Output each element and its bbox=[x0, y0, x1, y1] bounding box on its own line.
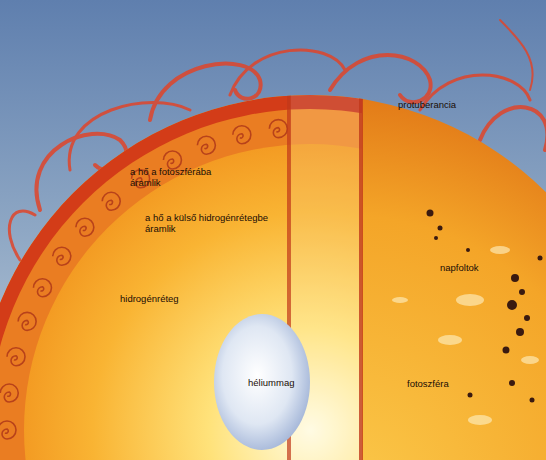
convection-swirl bbox=[102, 192, 120, 210]
heat-flow-label: a hő a fotoszférába áramlik bbox=[130, 166, 230, 188]
photosphere-label: fotoszféra bbox=[407, 378, 487, 389]
convection-swirl bbox=[33, 279, 51, 297]
convection-swirl bbox=[53, 247, 71, 265]
layer-label: hidrogénréteg bbox=[120, 293, 230, 304]
convection-swirl bbox=[233, 126, 251, 144]
sunspot-label: napfoltok bbox=[440, 262, 520, 273]
convection-swirl bbox=[76, 218, 94, 236]
convection-swirl bbox=[269, 120, 287, 138]
heat-flow-label: a hő a külső hidrogénrétegbe áramlik bbox=[145, 212, 295, 234]
convection-swirl bbox=[197, 136, 215, 154]
core-label: héliummag bbox=[248, 377, 318, 388]
convection-swirl bbox=[7, 348, 25, 366]
prominence-label: protuberancia bbox=[398, 99, 498, 110]
convection-swirl bbox=[18, 312, 36, 330]
convection-swirl bbox=[0, 421, 16, 439]
convection-swirl bbox=[0, 384, 18, 402]
